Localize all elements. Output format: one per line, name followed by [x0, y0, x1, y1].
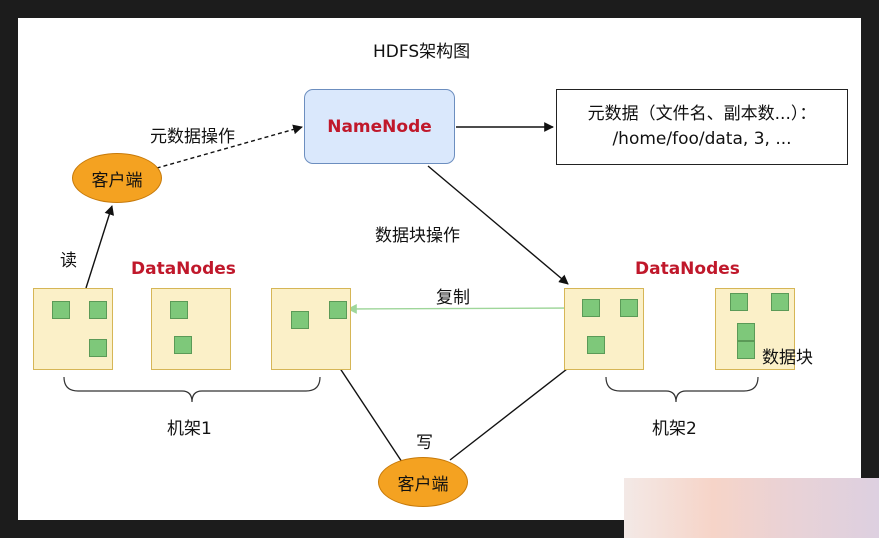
data-block [89, 301, 107, 319]
data-block [170, 301, 188, 319]
replicate-label: 复制 [436, 288, 470, 308]
diagram-title: HDFS架构图 [373, 42, 471, 62]
client-top[interactable]: 客户端 [72, 153, 162, 203]
data-block [620, 299, 638, 317]
client-top-label: 客户端 [91, 170, 143, 191]
metadata-box: 元数据（文件名、副本数...）： /home/foo/data, 3, ... [556, 89, 848, 165]
corner-watermark [624, 478, 879, 538]
rack1-label: 机架1 [167, 419, 212, 439]
datanode-rack2-2[interactable] [715, 288, 795, 370]
datanode-rack1-2[interactable] [151, 288, 231, 370]
client-bottom[interactable]: 客户端 [378, 457, 468, 507]
data-block [291, 311, 309, 329]
data-block [737, 341, 755, 359]
rack2-label: 机架2 [652, 419, 697, 439]
metadata-line-2: /home/foo/data, 3, ... [612, 129, 792, 149]
data-block [52, 301, 70, 319]
data-block [329, 301, 347, 319]
datanode-rack1-3[interactable] [271, 288, 351, 370]
datanode-rack2-1[interactable] [564, 288, 644, 370]
namenode-box[interactable]: NameNode [304, 89, 455, 164]
read-label: 读 [60, 251, 77, 271]
datanodes-left-title: DataNodes [131, 259, 236, 279]
datanodes-right-title: DataNodes [635, 259, 740, 279]
data-block [771, 293, 789, 311]
write-label: 写 [416, 433, 433, 453]
metadata-ops-label: 元数据操作 [150, 127, 235, 147]
data-block [582, 299, 600, 317]
metadata-line-1: 元数据（文件名、副本数...）： [587, 104, 817, 124]
data-block-label: 数据块 [762, 348, 813, 368]
data-block [89, 339, 107, 357]
data-block [587, 336, 605, 354]
client-bottom-label: 客户端 [397, 474, 449, 495]
namenode-label: NameNode [327, 116, 432, 137]
datanode-rack1-1[interactable] [33, 288, 113, 370]
data-block [174, 336, 192, 354]
data-block [730, 293, 748, 311]
block-ops-label: 数据块操作 [375, 226, 460, 246]
data-block [737, 323, 755, 341]
